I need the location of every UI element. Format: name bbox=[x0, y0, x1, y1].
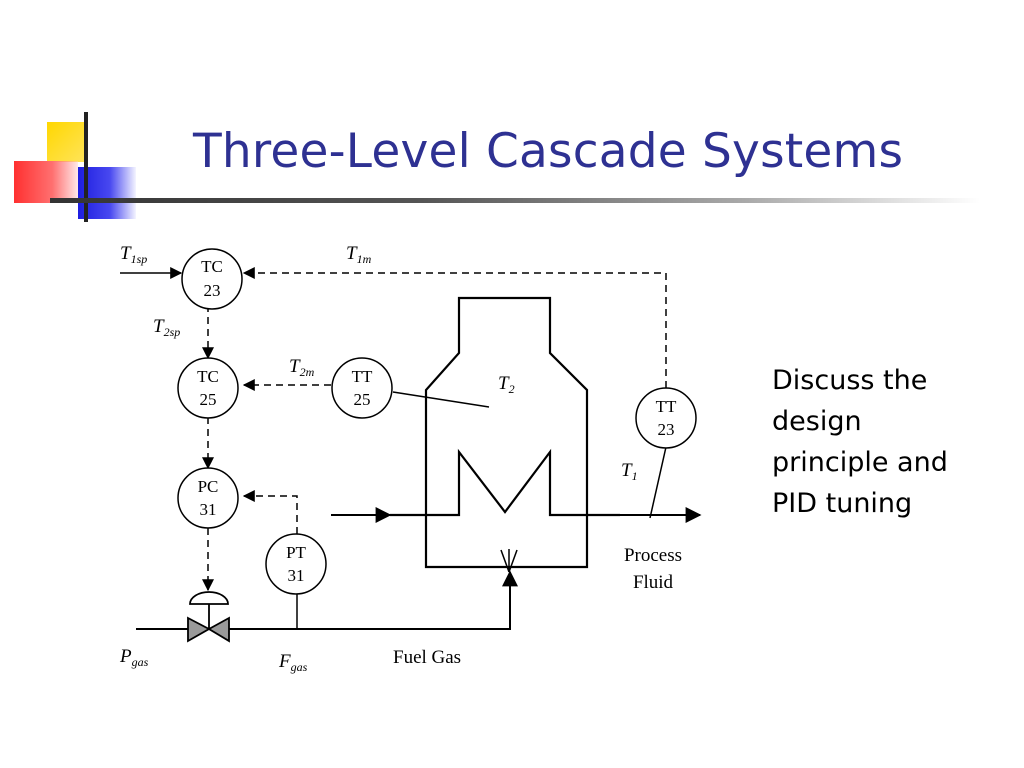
svg-text:TT: TT bbox=[656, 397, 677, 416]
page-title: Three-Level Cascade Systems bbox=[193, 124, 904, 179]
svg-text:TC: TC bbox=[201, 257, 223, 276]
svg-text:31: 31 bbox=[200, 500, 217, 519]
note-line: PID tuning bbox=[772, 488, 913, 519]
svg-text:25: 25 bbox=[200, 390, 217, 409]
instrument-pc31: PC 31 bbox=[177, 467, 239, 529]
logo-yellow-square bbox=[47, 122, 87, 162]
instrument-tc23: TC 23 bbox=[181, 248, 243, 310]
note-line: principle and bbox=[772, 447, 948, 478]
label-pgas: Pgas bbox=[119, 646, 149, 669]
logo-red-square bbox=[14, 161, 78, 203]
svg-text:PT: PT bbox=[286, 543, 306, 562]
pt31-signal-line bbox=[242, 490, 298, 534]
instrument-tt25: TT 25 bbox=[331, 357, 393, 419]
label-fgas: Fgas bbox=[278, 651, 308, 674]
svg-text:23: 23 bbox=[658, 420, 675, 439]
tt25-probe-line bbox=[392, 391, 490, 408]
t1m-signal-line bbox=[242, 267, 667, 388]
label-fuel-gas: Fuel Gas bbox=[393, 647, 461, 668]
instrument-tc25: TC 25 bbox=[177, 357, 239, 419]
label-t1: T1 bbox=[621, 460, 638, 483]
svg-text:TT: TT bbox=[352, 367, 373, 386]
svg-text:23: 23 bbox=[204, 281, 221, 300]
label-process-fluid-line2: Fluid bbox=[633, 572, 674, 593]
logo-vertical-line bbox=[84, 112, 88, 222]
instrument-pt31: PT 31 bbox=[265, 533, 327, 595]
heating-coil bbox=[390, 448, 620, 517]
note-line: Discuss the bbox=[772, 365, 928, 396]
svg-text:PC: PC bbox=[198, 477, 219, 496]
label-t2m: T2m bbox=[289, 356, 315, 379]
furnace-outline bbox=[424, 296, 589, 569]
tt23-probe-line bbox=[649, 446, 667, 519]
label-process-fluid-line1: Process bbox=[624, 545, 682, 566]
discussion-note: Discuss the design principle and PID tun… bbox=[772, 360, 992, 524]
fuel-gas-line bbox=[229, 570, 518, 630]
note-line: design bbox=[772, 406, 862, 437]
label-t1m: T1m bbox=[346, 243, 372, 266]
control-valve-icon bbox=[187, 591, 230, 643]
burner-icon bbox=[500, 549, 518, 573]
svg-text:TC: TC bbox=[197, 367, 219, 386]
svg-text:25: 25 bbox=[354, 390, 371, 409]
instrument-tt23: TT 23 bbox=[635, 387, 697, 449]
svg-text:31: 31 bbox=[288, 566, 305, 585]
label-t2: T2 bbox=[498, 373, 515, 396]
title-divider bbox=[50, 198, 980, 203]
label-t2sp: T2sp bbox=[153, 316, 180, 339]
label-t1sp: T1sp bbox=[120, 243, 147, 266]
